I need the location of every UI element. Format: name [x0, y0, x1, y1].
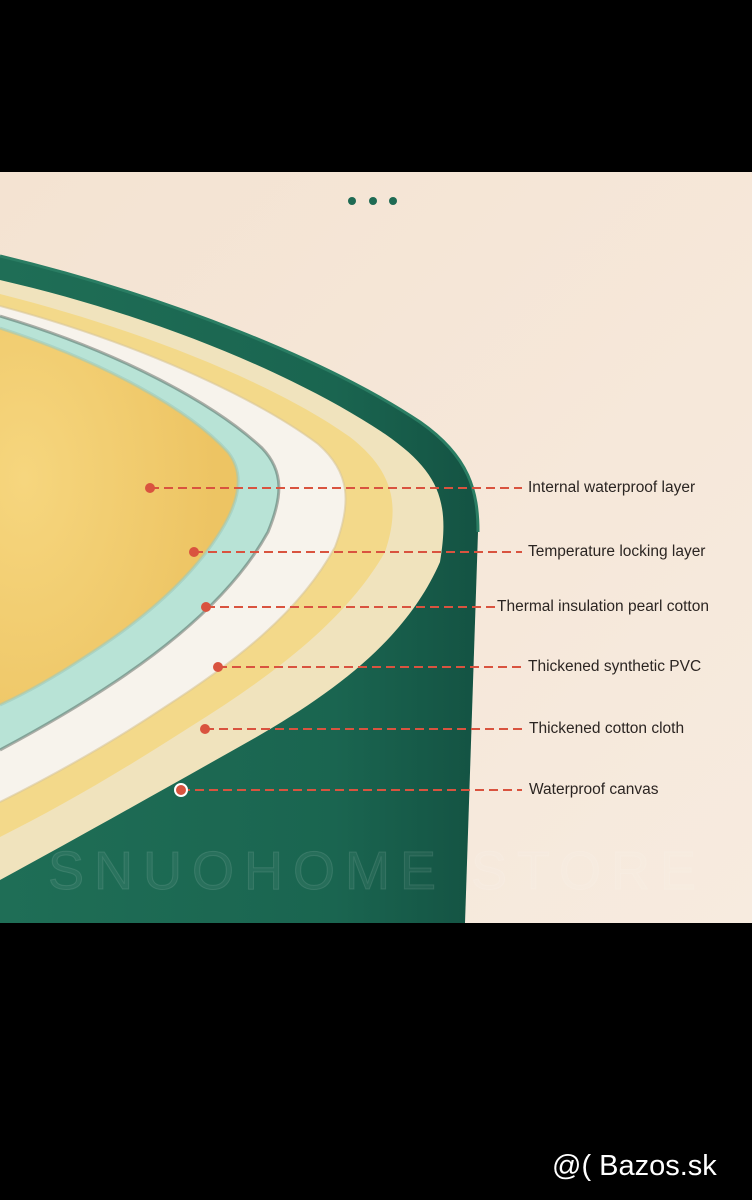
- marker-dot-icon: [200, 724, 210, 734]
- source-credit: @( Bazos.sk: [552, 1150, 717, 1182]
- label-pearl-cotton: Thermal insulation pearl cotton: [497, 598, 709, 615]
- marker-dot-icon: [145, 483, 155, 493]
- layer-cross-section-diagram: [0, 172, 752, 923]
- markers: [145, 483, 223, 797]
- label-synthetic-pvc: Thickened synthetic PVC: [528, 658, 702, 675]
- canvas-top-edge: [0, 254, 480, 533]
- marker-dot-icon: [201, 602, 211, 612]
- layer-internal-waterproof: [0, 328, 239, 705]
- marker-dot-icon: [189, 547, 199, 557]
- label-internal-waterproof: Internal waterproof layer: [528, 479, 696, 496]
- layer-shadow: [0, 305, 347, 803]
- carousel-dot-icon: [389, 197, 397, 205]
- label-temperature-locking: Temperature locking layer: [528, 543, 706, 560]
- marker-dot-icon: [174, 783, 188, 797]
- carousel-dot-icon: [348, 197, 356, 205]
- layer-shadow: [0, 326, 240, 707]
- label-cotton-cloth: Thickened cotton cloth: [529, 720, 685, 737]
- store-watermark: SNUOHOME STORE: [47, 841, 707, 902]
- carousel-dot-icon: [369, 197, 377, 205]
- product-image-panel: SNUOHOME STORE Internal waterproof layer…: [0, 172, 752, 923]
- marker-dot-icon: [213, 662, 223, 672]
- layer-shadow: [0, 314, 281, 752]
- leader-lines: [150, 487, 522, 791]
- label-waterproof-canvas: Waterproof canvas: [529, 781, 659, 798]
